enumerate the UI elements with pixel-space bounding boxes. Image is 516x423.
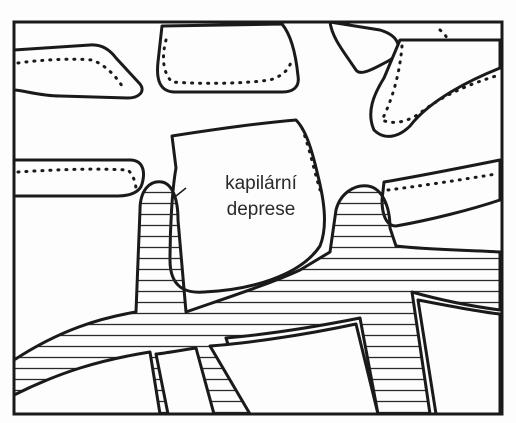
label-line-1: kapilární [205, 171, 317, 197]
soil-grain-bottom-right [418, 300, 500, 414]
soil-grain-top-middle [158, 24, 299, 92]
soil-grain-top-left [14, 45, 142, 98]
label-line-2: deprese [205, 197, 317, 223]
soil-grain-left-middle [14, 160, 144, 196]
soil-grain-right-middle [382, 160, 500, 226]
capillary-depression-label: kapilární deprese [205, 171, 317, 223]
